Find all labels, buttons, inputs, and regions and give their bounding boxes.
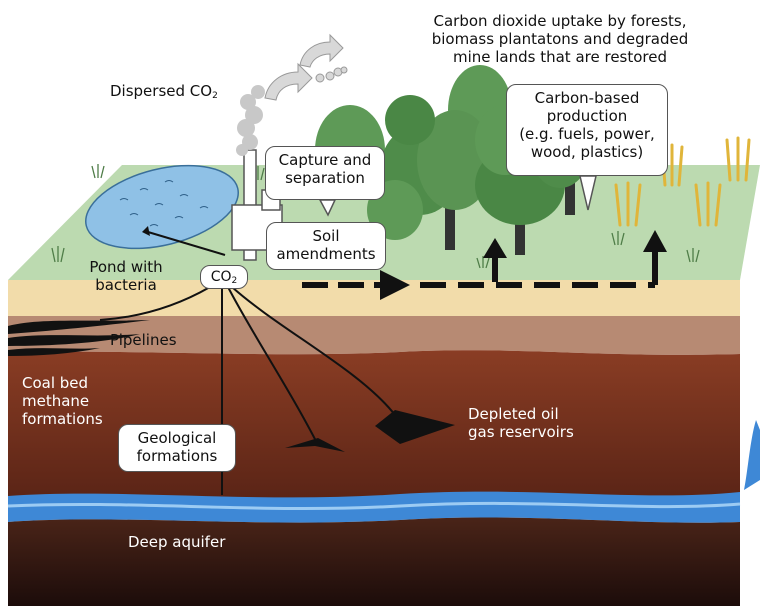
flow-arrow-dashed	[302, 250, 658, 288]
earth-layer	[8, 350, 740, 500]
pond-icon	[85, 164, 239, 250]
clay-layer	[8, 316, 740, 355]
label-pond: Pond with bacteria	[89, 258, 163, 294]
callout-geological: Geological formations	[118, 424, 236, 472]
label-pipelines: Pipelines	[110, 331, 177, 349]
callout-soil: Soil amendments	[266, 222, 386, 270]
grain-plants-icon	[614, 136, 751, 227]
label-dispersed-co2: Dispersed CO2	[110, 82, 218, 101]
label-aquifer: Deep aquifer	[128, 533, 226, 551]
callout-carbon-based: Carbon-based production (e.g. fuels, pow…	[506, 84, 668, 176]
label-uptake: Carbon dioxide uptake by forests, biomas…	[431, 12, 689, 66]
bedrock-layer	[8, 517, 740, 606]
label-depleted: Depleted oil gas reservoirs	[468, 405, 574, 441]
arrowhead-main	[380, 270, 410, 300]
smoke-icon	[236, 85, 265, 156]
callout-capture: Capture and separation	[265, 146, 385, 200]
dispersal-arrows-icon	[264, 33, 348, 101]
label-coal-bed: Coal bed methane formations	[22, 374, 103, 428]
reservoir-2	[375, 410, 455, 444]
arrowhead-up-1	[483, 238, 507, 258]
pipelines-icon	[8, 320, 150, 356]
callout-co2: CO2	[200, 265, 248, 289]
arrowhead-up-2	[643, 230, 667, 252]
reservoir-1	[285, 438, 345, 452]
